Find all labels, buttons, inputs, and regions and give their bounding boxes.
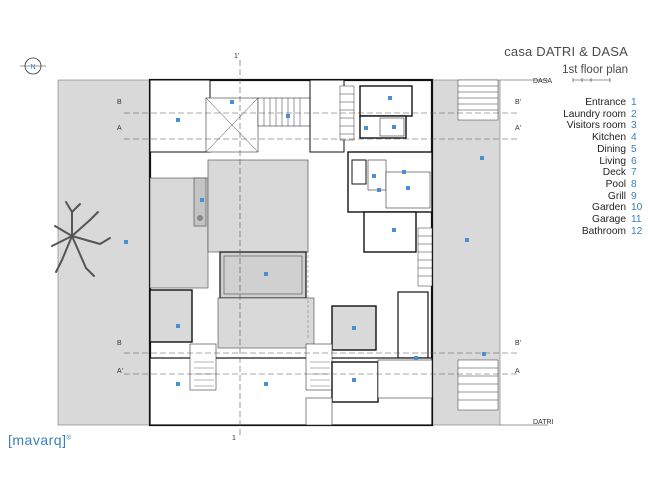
house-label-dasa: DASA [533,78,552,85]
svg-text:A: A [515,368,520,375]
scale-bar [572,78,611,82]
svg-text:A': A' [515,125,521,132]
north-label: N [30,64,35,71]
stair-top-right [457,79,499,121]
mavarq-logo: [mavarq]® [8,432,72,448]
plan-subtitle: 1st floor plan [562,64,628,76]
svg-text:1': 1' [234,53,239,60]
room-tags [124,96,486,386]
plan-title: casa DATRI & DASA [504,44,628,59]
pool [219,251,307,299]
dining-area [207,159,309,253]
tree-icon [51,201,111,277]
svg-text:B: B [117,340,122,347]
svg-text:A': A' [117,368,123,375]
svg-text:1: 1 [232,435,236,442]
svg-text:B': B' [515,99,521,106]
svg-text:A: A [117,125,122,132]
living-area [217,297,315,349]
svg-text:B: B [117,99,122,106]
north-arrow-icon: N [20,57,46,75]
stair-bottom-right [457,359,499,411]
house-label-datri: DATRI [533,419,554,426]
svg-text:B': B' [515,340,521,347]
left-garden [57,79,151,426]
